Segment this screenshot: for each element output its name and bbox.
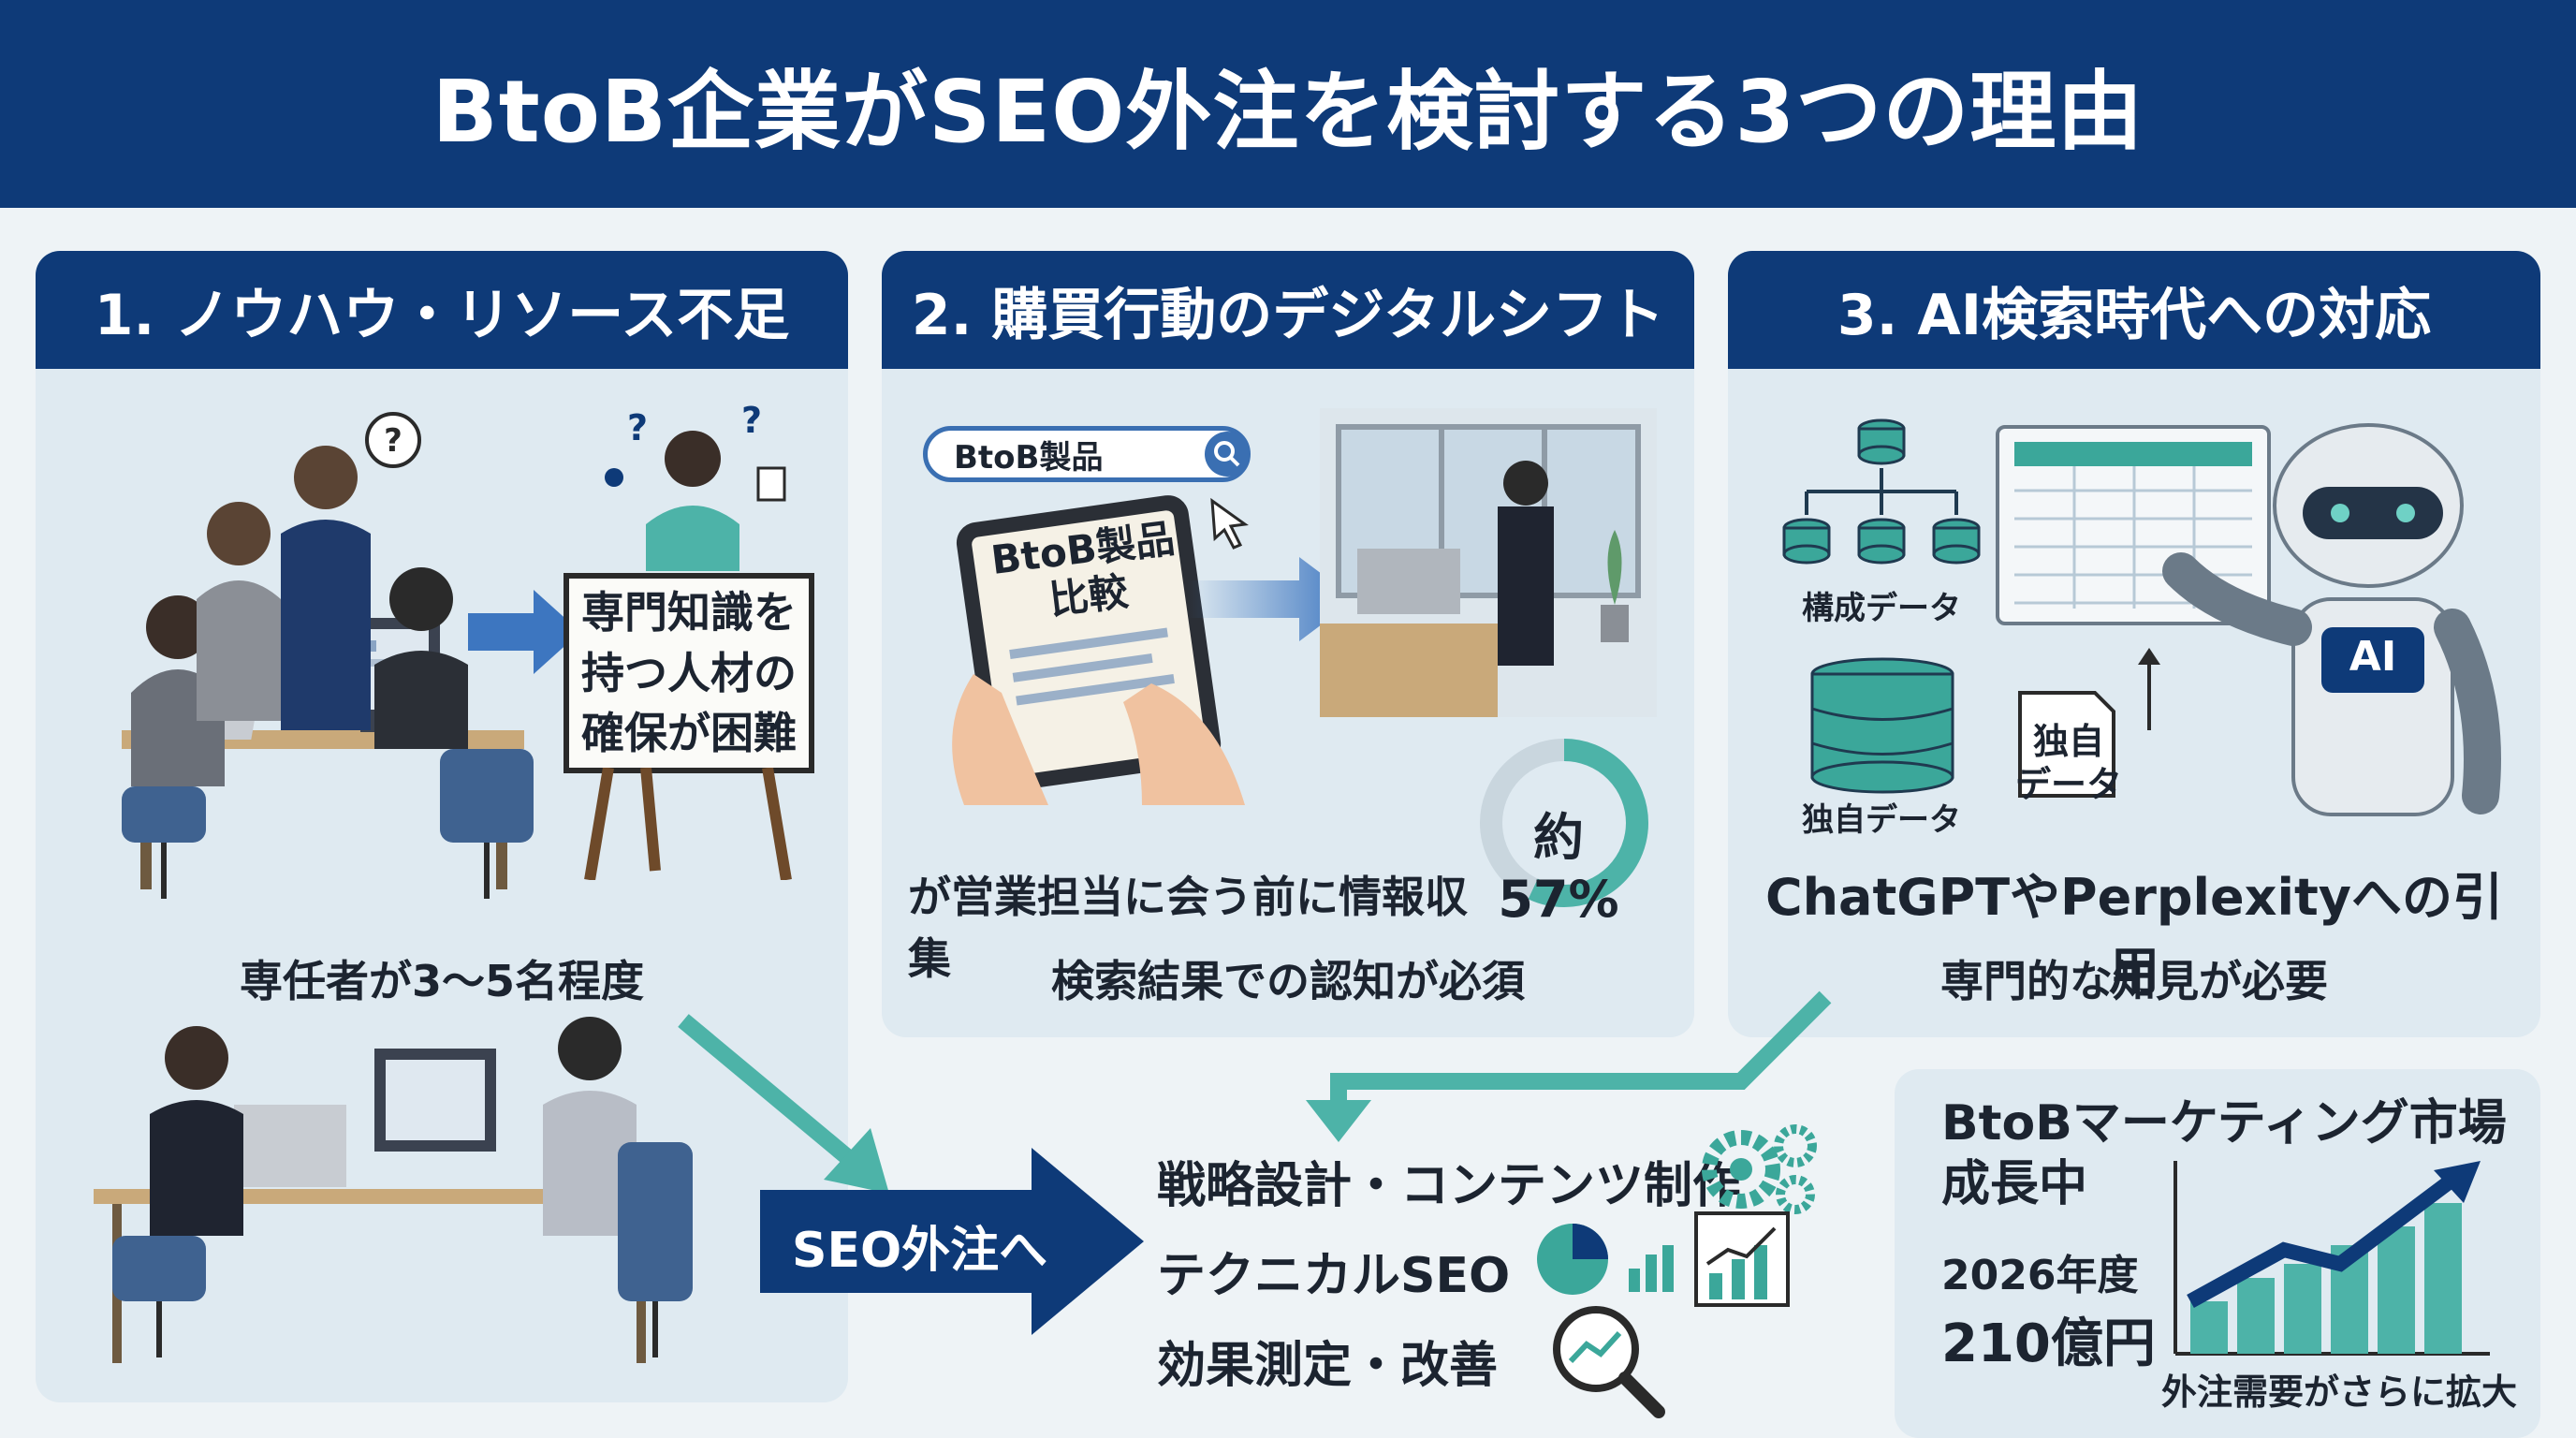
market-caption: 外注需要がさらに拡大 — [2160, 1372, 2517, 1413]
stat-caption: が営業担当に会う前に情報収集 — [908, 872, 1468, 984]
search-awareness-caption: 検索結果での認知が必須 — [1051, 956, 1525, 1006]
search-icon[interactable] — [1204, 431, 1251, 477]
search-input[interactable]: BtoB製品 — [923, 426, 1251, 482]
seo-outsource-label: SEO外注へ — [792, 1222, 1048, 1279]
flow-arrow-from-panel3 — [1306, 990, 1832, 1142]
service-strategy: 戦略設計・コンテンツ制作 — [1157, 1158, 1742, 1214]
arrow-right-icon — [1187, 557, 1355, 641]
database-hierarchy-icon — [1782, 418, 1981, 565]
market-amount: 210億円 — [1941, 1313, 2156, 1374]
ai-badge: AI — [2349, 633, 2397, 681]
market-title-line1: BtoBマーケティング市場 — [1941, 1095, 2507, 1152]
bar-chart-icon — [1694, 1211, 1790, 1307]
cursor-icon — [1210, 497, 1249, 550]
market-year: 2026年度 — [1941, 1252, 2139, 1299]
ai-citation-caption: ChatGPTやPerplexityへの引用 — [1764, 868, 2504, 1001]
workers-illustration — [94, 1017, 693, 1363]
staff-count-caption: 専任者が3〜5名程度 — [239, 956, 644, 1006]
panel-header: 3. AI検索時代への対応 — [1728, 251, 2540, 369]
gear-icon — [1702, 1124, 1817, 1214]
growth-chart-icon — [2174, 1161, 2490, 1356]
svg-text:?: ? — [384, 422, 402, 460]
arrow-right-icon — [468, 590, 580, 674]
service-technical-seo: テクニカルSEO — [1157, 1248, 1511, 1304]
document-icon — [2018, 691, 2115, 798]
expertise-caption: 専門的な知見が必要 — [1940, 956, 2328, 1006]
ai-robot-illustration — [2162, 423, 2501, 816]
own-data-label: 独自データ — [1802, 801, 1961, 839]
stat-donut-chart — [1480, 739, 1648, 907]
structured-data-label: 構成データ — [1802, 590, 1961, 627]
tablet-illustration — [952, 495, 1245, 805]
page-title: BtoB企業がSEO外注を検討する3つの理由 — [0, 0, 2576, 208]
meeting-illustration: ? — [122, 412, 534, 899]
magnifier-chart-icon — [1553, 1306, 1665, 1418]
stat-value: 約57% — [1498, 808, 1619, 929]
own-data-label-2: 独自 データ — [2014, 721, 2122, 805]
arrow-up-icon — [2138, 648, 2160, 730]
market-title-line2: 成長中 — [1941, 1156, 2088, 1212]
donut-arc — [1480, 739, 1648, 907]
pie-chart-icon — [1537, 1224, 1674, 1295]
service-measurement: 効果測定・改善 — [1157, 1338, 1499, 1394]
difficulty-sign: 専門知識を 持つ人材の 確保が困難 — [564, 573, 814, 773]
confused-person-illustration: ? ? — [605, 403, 786, 571]
panel-header: 2. 購買行動のデジタルシフト — [882, 251, 1694, 369]
svg-text:?: ? — [741, 403, 762, 441]
panel-header: 1. ノウハウ・リソース不足 — [36, 251, 848, 369]
seo-outsource-arrow — [760, 1148, 1144, 1335]
sign-easel-icon — [584, 768, 792, 880]
svg-text:?: ? — [627, 407, 648, 448]
database-stack-icon — [1810, 657, 1954, 794]
flow-arrow-from-panel1 — [678, 1014, 889, 1194]
office-illustration — [1320, 408, 1657, 717]
market-title: BtoBマーケティング市場 成長中 — [1941, 1093, 2522, 1215]
